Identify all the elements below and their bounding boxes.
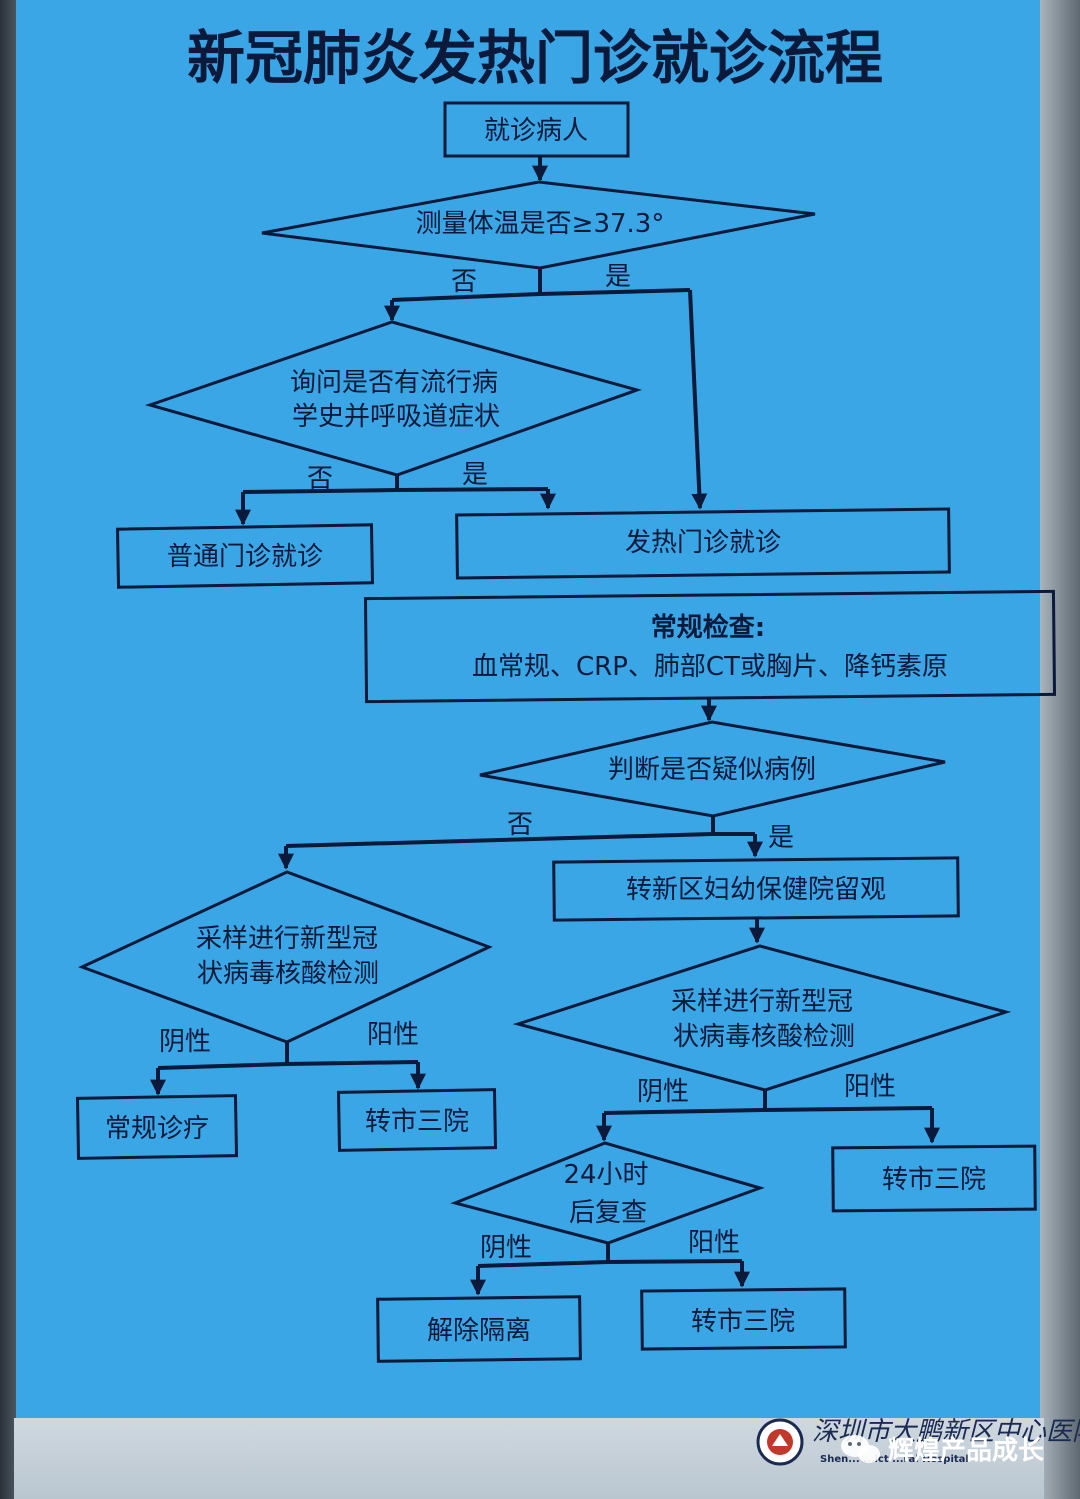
decision-temperature <box>261 180 816 270</box>
node-patient <box>443 101 630 158</box>
label-recheck-positive: 阳性 <box>688 1228 740 1258</box>
label-test-right-negative: 阴性 <box>637 1077 689 1107</box>
decision-test-right <box>512 944 1012 1092</box>
connector-suspect-split <box>285 816 755 848</box>
node-fever-clinic <box>455 507 951 580</box>
label-test-right-positive: 阳性 <box>844 1072 896 1102</box>
node-routine-treatment-label: 常规诊疗 <box>105 1114 209 1144</box>
label-epi-yes: 是 <box>462 460 488 490</box>
connector-test-left-split <box>157 1042 419 1070</box>
decision-test-right-line1: 采样进行新型冠 <box>671 987 853 1017</box>
node-routine-treatment <box>75 1094 239 1160</box>
node-routine-tests-title: 常规检查: <box>651 612 765 643</box>
watermark-text: 辉煌产品成长 <box>888 1436 1045 1466</box>
arrow-temp-yes <box>688 289 708 510</box>
connector-temp-split <box>391 268 691 302</box>
node-release-label: 解除隔离 <box>427 1316 531 1346</box>
connector-recheck-split <box>477 1243 743 1268</box>
frame-left-edge <box>0 0 16 1499</box>
frame-right-edge <box>1040 0 1080 1499</box>
label-test-left-positive: 阳性 <box>367 1020 419 1050</box>
decision-epidemiology-line2: 学史并呼吸道症状 <box>292 402 500 432</box>
decision-test-left-line1: 采样进行新型冠 <box>196 924 378 954</box>
node-transfer-hospital-left <box>336 1088 498 1152</box>
label-suspect-no: 否 <box>507 810 533 840</box>
connector-epi-split <box>242 475 549 494</box>
node-transfer-hospital-right-label: 转市三院 <box>882 1165 986 1195</box>
label-temp-yes: 是 <box>605 262 631 292</box>
decision-test-left-line2: 状病毒核酸检测 <box>197 959 379 989</box>
decision-suspected <box>479 720 946 818</box>
label-temp-no: 否 <box>451 267 477 297</box>
node-transfer-hospital-bottom <box>640 1287 847 1351</box>
decision-recheck-line2: 后复查 <box>569 1198 647 1228</box>
hospital-name-english: Shen... ...ict ...ral Hospital <box>820 1454 969 1465</box>
decision-recheck <box>450 1141 765 1245</box>
decision-epidemiology <box>144 320 642 477</box>
label-suspect-yes: 是 <box>768 823 794 853</box>
decision-temperature-label: 测量体温是否≥37.3° <box>416 209 665 239</box>
node-general-clinic-label: 普通门诊就诊 <box>167 542 323 572</box>
wechat-icon <box>841 1435 880 1463</box>
poster-background <box>14 0 1066 1499</box>
node-transfer-observe <box>552 856 960 922</box>
node-release <box>376 1295 582 1363</box>
node-transfer-hospital-right <box>831 1144 1037 1213</box>
node-transfer-hospital-left-label: 转市三院 <box>365 1107 469 1137</box>
decision-suspected-label: 判断是否疑似病例 <box>608 755 816 785</box>
decision-test-right-line2: 状病毒核酸检测 <box>673 1022 855 1052</box>
decision-epidemiology-line1: 询问是否有流行病 <box>290 368 498 398</box>
label-recheck-negative: 阴性 <box>480 1233 532 1263</box>
node-general-clinic <box>115 523 375 589</box>
decision-test-left <box>78 870 493 1044</box>
page-title: 新冠肺炎发热门诊就诊流程 <box>187 24 883 92</box>
node-routine-tests <box>363 589 1057 704</box>
label-epi-no: 否 <box>307 464 333 494</box>
node-routine-tests-items: 血常规、CRP、肺部CT或胸片、降钙素原 <box>472 652 948 682</box>
node-transfer-observe-label: 转新区妇幼保健院留观 <box>626 875 886 905</box>
node-transfer-hospital-bottom-label: 转市三院 <box>691 1307 795 1337</box>
decision-recheck-line1: 24小时 <box>563 1160 648 1190</box>
label-test-left-negative: 阴性 <box>159 1027 211 1057</box>
node-patient-label: 就诊病人 <box>484 116 588 146</box>
node-fever-clinic-label: 发热门诊就诊 <box>625 528 781 558</box>
connector-test-right-split <box>603 1090 933 1115</box>
hospital-logo-icon <box>756 1418 804 1466</box>
